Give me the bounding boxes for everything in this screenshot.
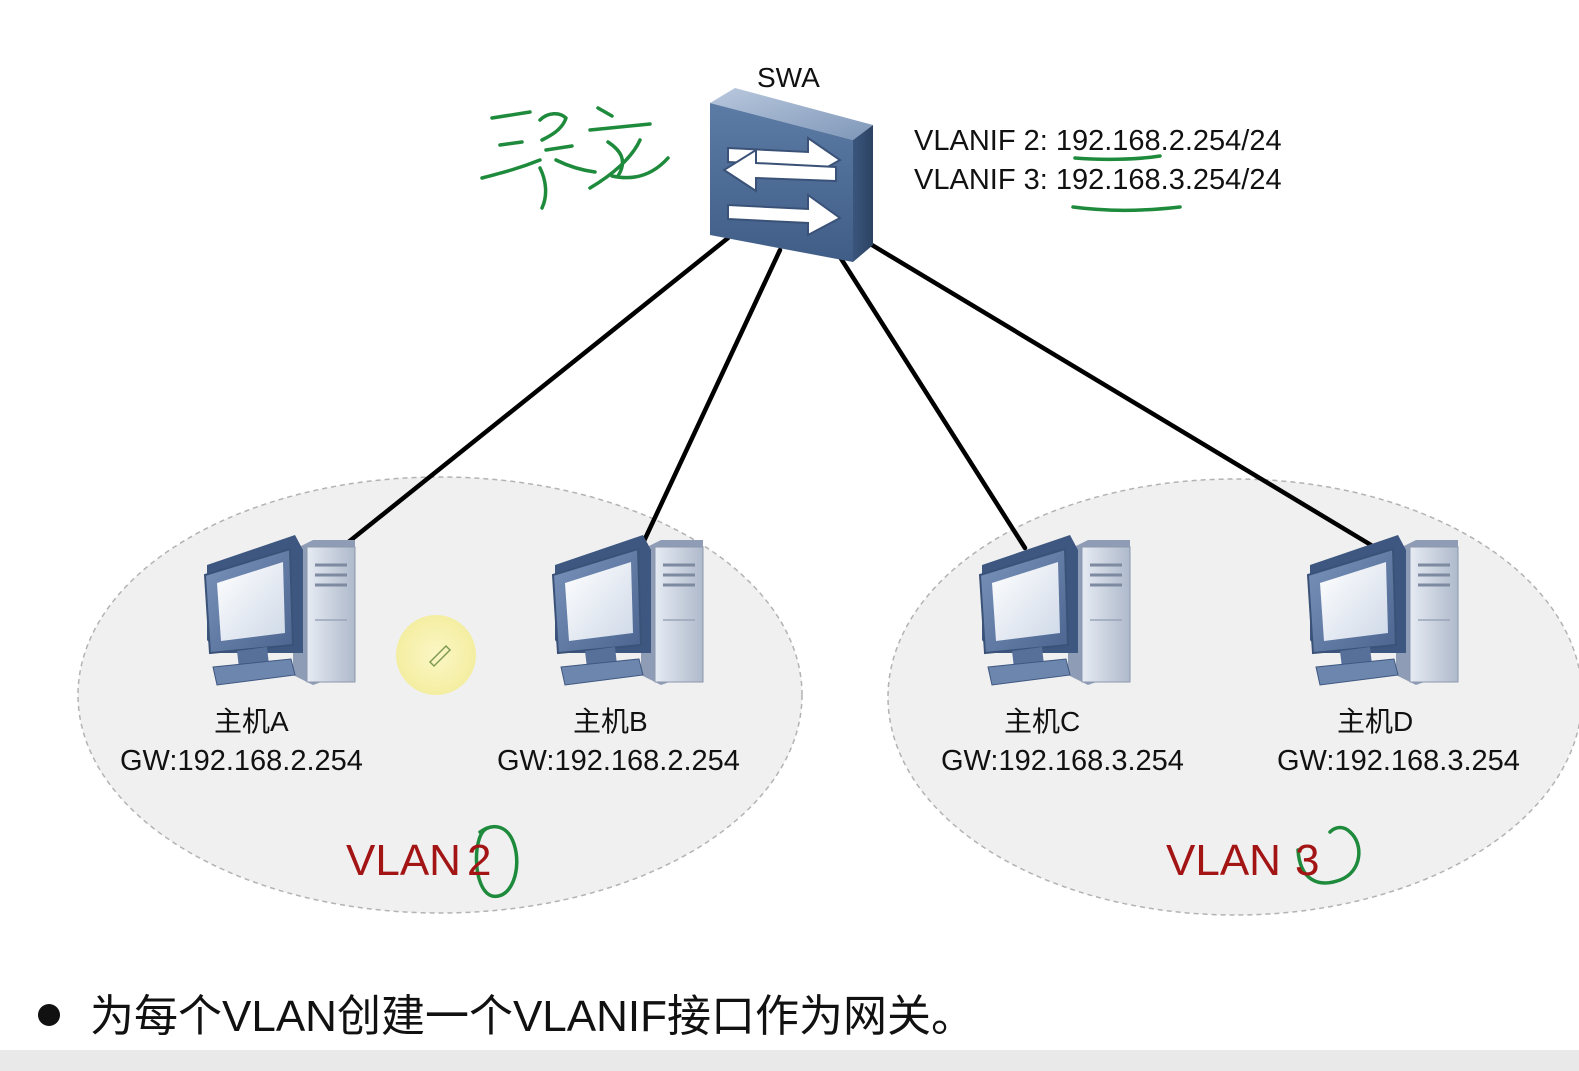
- bullet-text: 为每个VLAN创建一个VLANIF接口作为网关。: [90, 992, 975, 1041]
- interface-vlanif2: VLANIF 2: 192.168.2.254/24: [914, 125, 1282, 158]
- handwritten-note: [480, 106, 670, 210]
- host-d-name: 主机D: [1337, 706, 1414, 737]
- bullet-dot-icon: [38, 1004, 60, 1027]
- link-swa-hostb: [641, 247, 783, 544]
- vlan-word: VLAN: [346, 836, 461, 885]
- underline-vlanif3: [1071, 205, 1182, 213]
- vlan-id: 3: [1294, 836, 1320, 885]
- vlan-word: VLAN: [1166, 836, 1281, 885]
- bottom-bar: [0, 1050, 1579, 1071]
- link-swa-hosta: [333, 235, 731, 555]
- vlan-id: 2: [466, 836, 492, 885]
- interface-vlanif3: VLANIF 3: 192.168.3.254/24: [914, 164, 1282, 197]
- circle-vlan2-id: [474, 824, 519, 898]
- link-swa-hostc: [837, 254, 1028, 551]
- interface-label: VLANIF 2:: [914, 125, 1048, 157]
- host-b-name: 主机B: [573, 706, 648, 737]
- switch-name: SWA: [757, 62, 820, 93]
- host-b-gateway: GW:192.168.2.254: [497, 745, 740, 777]
- interface-address: 192.168.3.254/24: [1055, 164, 1282, 196]
- host-d-gateway: GW:192.168.3.254: [1277, 745, 1520, 777]
- host-c-gateway: GW:192.168.3.254: [941, 745, 1184, 777]
- vlan3-label: VLAN 3: [1166, 836, 1319, 886]
- handwritten-annotations: [474, 106, 1361, 898]
- bullet-point: 为每个VLAN创建一个VLANIF接口作为网关。: [38, 980, 975, 1044]
- links: [333, 235, 1374, 555]
- host-c-name: 主机C: [1004, 706, 1081, 737]
- host-a-gateway: GW:192.168.2.254: [120, 745, 363, 777]
- interface-address: 192.168.2.254/24: [1055, 125, 1282, 157]
- host-a-name: 主机A: [214, 706, 289, 737]
- layer3-switch-icon: [710, 88, 873, 262]
- link-swa-hostd: [869, 242, 1374, 548]
- circle-vlan3-id: [1296, 825, 1361, 885]
- pen-cursor-icon: [428, 644, 452, 668]
- underline-vlanif2: [1073, 154, 1162, 162]
- interface-label: VLANIF 3:: [914, 164, 1048, 196]
